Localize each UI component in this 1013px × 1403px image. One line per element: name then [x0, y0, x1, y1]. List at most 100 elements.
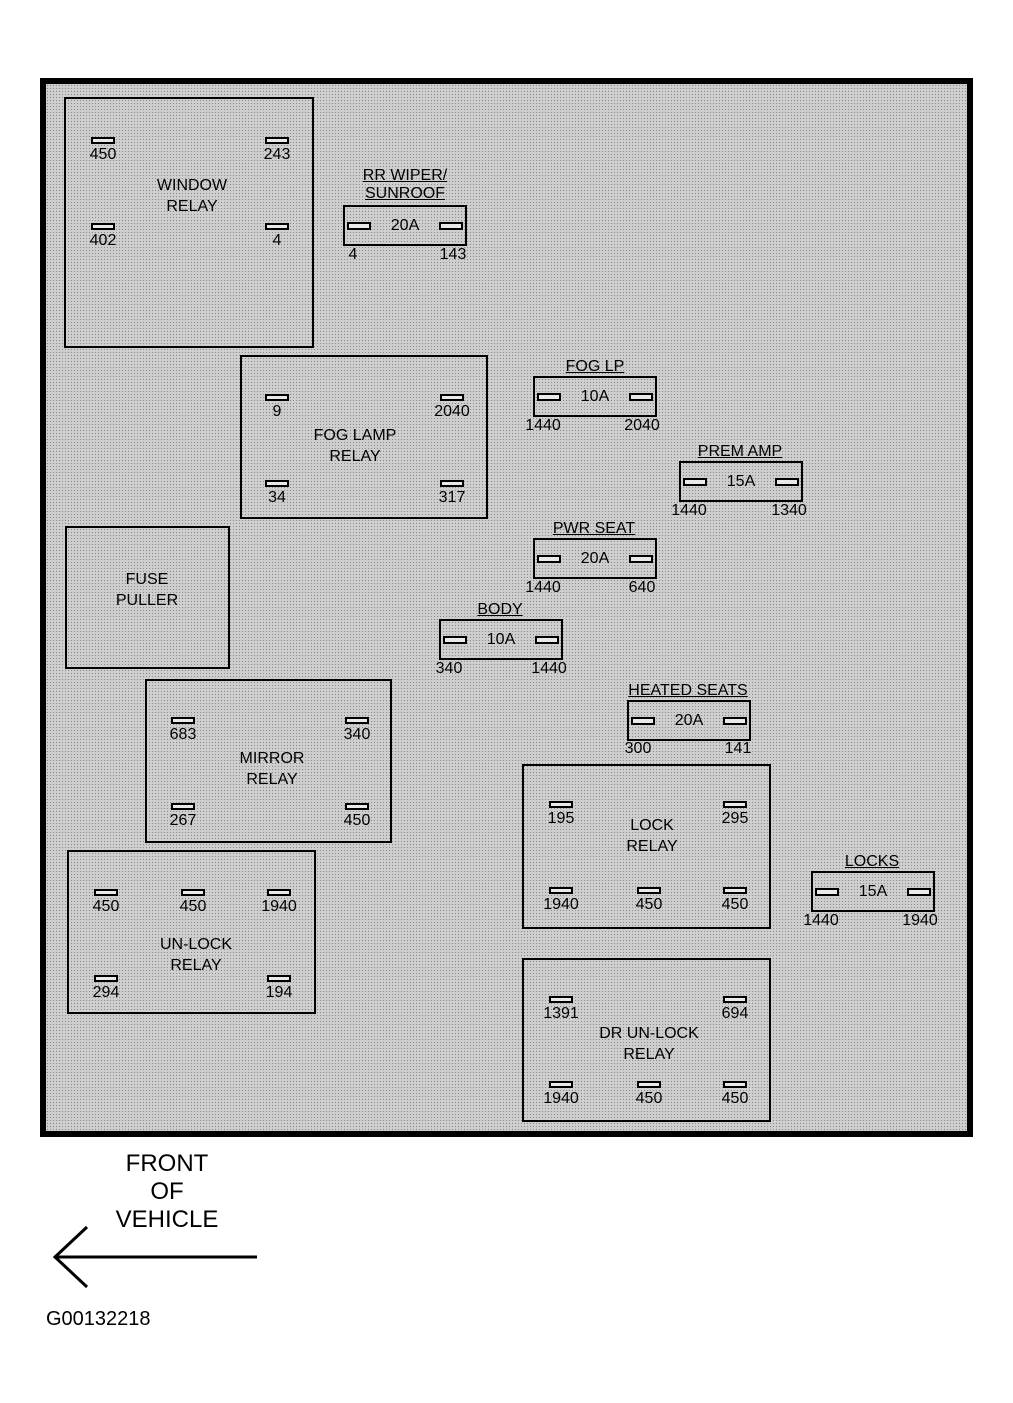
terminal-number: 243 [263, 146, 291, 163]
dr-un-lock-relay [522, 958, 771, 1122]
terminal-number: 2040 [624, 417, 660, 434]
terminal-number: 317 [438, 489, 466, 506]
terminal-tab [91, 223, 115, 230]
fuse-title-line: FOG LP [565, 358, 625, 375]
terminal-tab [267, 975, 291, 982]
figure-code: G00132218 [46, 1308, 151, 1330]
fuse-blade-icon [775, 477, 799, 486]
terminal-tab [723, 801, 747, 808]
terminal-tab [549, 801, 573, 808]
fuse-title-line: HEATED SEATS [628, 682, 748, 699]
terminal-tab [549, 996, 573, 1003]
fuse-pwr-seat: 20A [533, 538, 657, 579]
fuse-title: BODY [477, 601, 522, 619]
terminal-tab [345, 717, 369, 724]
terminal-number: 141 [724, 740, 752, 757]
relay-label: UN-LOCK RELAY [160, 934, 232, 976]
fuse-title: LOCKS [845, 853, 899, 871]
relay-label: MIRROR RELAY [240, 748, 305, 790]
terminal-tab [440, 394, 464, 401]
relay-label: LOCK RELAY [626, 815, 677, 857]
terminal-number: 1940 [543, 1090, 579, 1107]
terminal-number: 340 [435, 660, 463, 677]
terminal-number: 34 [268, 489, 286, 506]
terminal-tab [94, 975, 118, 982]
relay-label-line: DR UN-LOCK [599, 1025, 699, 1042]
terminal-tab [265, 137, 289, 144]
fuse-blade-icon [723, 716, 747, 725]
terminal-tab [265, 480, 289, 487]
fuse-title: RR WIPER/ SUNROOF [363, 167, 447, 203]
fuse-blade-icon [443, 635, 467, 644]
fuse-rating: 20A [390, 216, 420, 234]
terminal-tab [91, 137, 115, 144]
front-of-vehicle-label: FRONT OF VEHICLE [116, 1150, 219, 1234]
terminal-number: 300 [624, 740, 652, 757]
window-relay [64, 97, 314, 348]
relay-label: WINDOW RELAY [157, 175, 227, 217]
terminal-tab [181, 889, 205, 896]
left-arrow-icon [52, 1225, 257, 1289]
lock-relay [522, 764, 771, 929]
fuse-rating: 10A [486, 630, 516, 648]
fuse-title-line: BODY [477, 601, 523, 618]
fuse-blade-icon [631, 716, 655, 725]
terminal-number: 294 [92, 984, 120, 1001]
fuse-rating: 15A [726, 472, 756, 490]
front-label-line: OF [150, 1178, 184, 1205]
fuse-relay-panel [40, 78, 973, 1137]
fuse-blade-icon [347, 221, 371, 230]
terminal-number: 1440 [803, 912, 839, 929]
terminal-number: 4 [272, 232, 282, 249]
terminal-tab [171, 803, 195, 810]
terminal-number: 1340 [771, 502, 807, 519]
fuse-blade-icon [629, 392, 653, 401]
relay-label-line: WINDOW [156, 177, 228, 194]
terminal-tab [549, 1081, 573, 1088]
un-lock-relay [67, 850, 316, 1014]
fuse-body: 10A [439, 619, 563, 660]
relay-label: DR UN-LOCK RELAY [599, 1023, 699, 1065]
fuse-rating: 10A [580, 387, 610, 405]
fuse-heated-seats: 20A [627, 700, 751, 741]
terminal-number: 143 [439, 246, 467, 263]
fuse-blade-icon [537, 392, 561, 401]
relay-label-line: RELAY [329, 448, 381, 465]
terminal-number: 1440 [531, 660, 567, 677]
fuse-rr-wiper: 20A [343, 205, 467, 246]
terminal-number: 450 [721, 1090, 749, 1107]
fog-lamp-relay [240, 355, 488, 519]
terminal-number: 683 [169, 726, 197, 743]
fuse-blade-icon [537, 554, 561, 563]
relay-label-line: RELAY [623, 1046, 675, 1063]
terminal-tab [549, 887, 573, 894]
fuse-title: PWR SEAT [553, 520, 635, 538]
terminal-number: 694 [721, 1005, 749, 1022]
relay-label-line: FOG LAMP [313, 427, 397, 444]
fuse-puller-label: FUSE PULLER [116, 569, 178, 611]
terminal-number: 267 [169, 812, 197, 829]
relay-label: FOG LAMP RELAY [314, 425, 397, 467]
fuse-title-line: LOCKS [844, 853, 900, 870]
terminal-number: 450 [635, 1090, 663, 1107]
mirror-relay [145, 679, 392, 843]
terminal-tab [637, 887, 661, 894]
front-label-line: VEHICLE [115, 1206, 219, 1233]
terminal-number: 1391 [543, 1005, 579, 1022]
fuse-title-line: RR WIPER/ [362, 167, 448, 184]
fuse-rating: 15A [858, 882, 888, 900]
fuse-title: PREM AMP [698, 443, 782, 461]
fuse-blade-icon [815, 887, 839, 896]
terminal-number: 9 [272, 403, 282, 420]
fuse-title: FOG LP [566, 358, 625, 376]
terminal-tab [265, 223, 289, 230]
relay-label-line: LOCK [630, 817, 674, 834]
terminal-tab [723, 1081, 747, 1088]
terminal-number: 340 [343, 726, 371, 743]
terminal-tab [345, 803, 369, 810]
terminal-number: 450 [89, 146, 117, 163]
fuse-title-line: PWR SEAT [552, 520, 636, 537]
terminal-number: 450 [343, 812, 371, 829]
terminal-tab [440, 480, 464, 487]
terminal-tab [723, 887, 747, 894]
